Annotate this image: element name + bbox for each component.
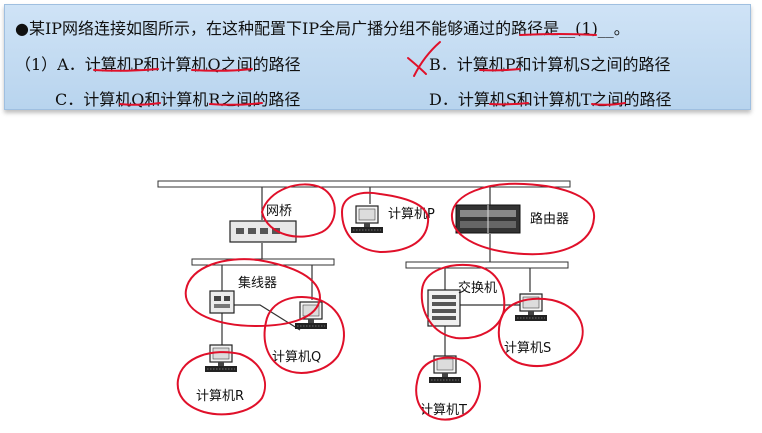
right-segment-bus [405, 261, 569, 269]
backbone-bus [157, 180, 571, 188]
router-device [455, 204, 521, 234]
computer-t-label: 计算机T [420, 403, 467, 418]
option-b[interactable]: B．计算机P和计算机S之间的路径 [429, 55, 671, 74]
computer-q-icon [294, 301, 328, 330]
bridge-label: 网桥 [266, 204, 292, 219]
question-title: ●某IP网络连接如图所示，在这种配置下IP全局广播分组不能够通过的路径是__(1… [15, 15, 630, 39]
bullet-icon: ● [15, 19, 29, 38]
computer-p-icon [350, 205, 384, 234]
connection-lines [221, 187, 531, 356]
switch-label: 交换机 [458, 280, 497, 296]
hub-device [209, 290, 235, 314]
computer-r-icon [204, 344, 238, 373]
computer-r-label: 计算机R [196, 389, 244, 404]
question-title-text: 某IP网络连接如图所示，在这种配置下IP全局广播分组不能够通过的路径是__(1)… [28, 19, 630, 38]
option-a[interactable]: （1）A．计算机P和计算机Q之间的路径 [15, 55, 301, 74]
bridge-device [229, 220, 297, 243]
computer-s-label: 计算机S [504, 341, 551, 356]
switch-device [427, 289, 461, 327]
left-segment-bus [191, 258, 335, 266]
hub-label: 集线器 [238, 275, 277, 291]
computer-p-label: 计算机P [388, 207, 435, 222]
router-label: 路由器 [530, 211, 569, 227]
computer-q-label: 计算机Q [272, 350, 321, 365]
handwritten-annotations [93, 33, 626, 421]
